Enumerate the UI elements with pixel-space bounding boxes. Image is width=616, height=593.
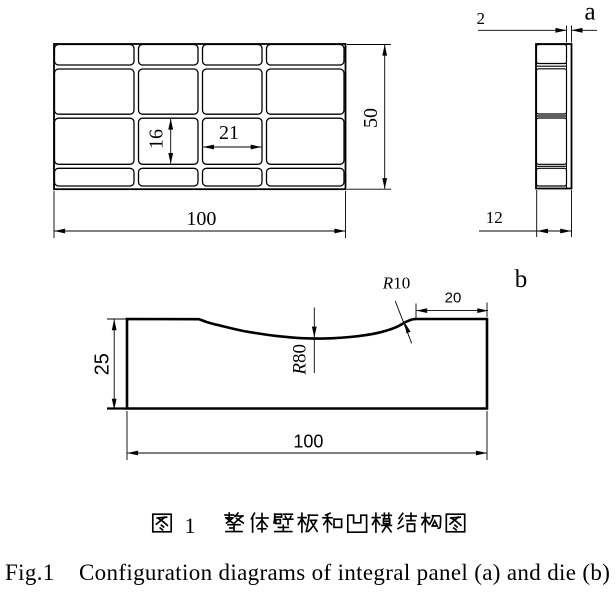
svg-text:R10: R10 [382,273,410,292]
svg-text:20: 20 [445,290,462,307]
svg-text:50: 50 [360,108,382,128]
svg-text:100: 100 [186,208,216,230]
svg-text:Fig.1 Configuration diagram: Fig.1 Configuration diagrams of integral… [5,560,610,585]
svg-text:R80: R80 [290,344,311,376]
svg-text:100: 100 [293,432,323,452]
svg-text:2: 2 [477,9,486,28]
svg-text:12: 12 [486,208,503,227]
svg-text:b: b [515,266,528,293]
svg-text:a: a [584,0,595,25]
svg-text:25: 25 [91,353,113,375]
svg-text:16: 16 [146,129,168,149]
svg-text:21: 21 [219,122,239,144]
svg-text:1: 1 [185,513,196,538]
